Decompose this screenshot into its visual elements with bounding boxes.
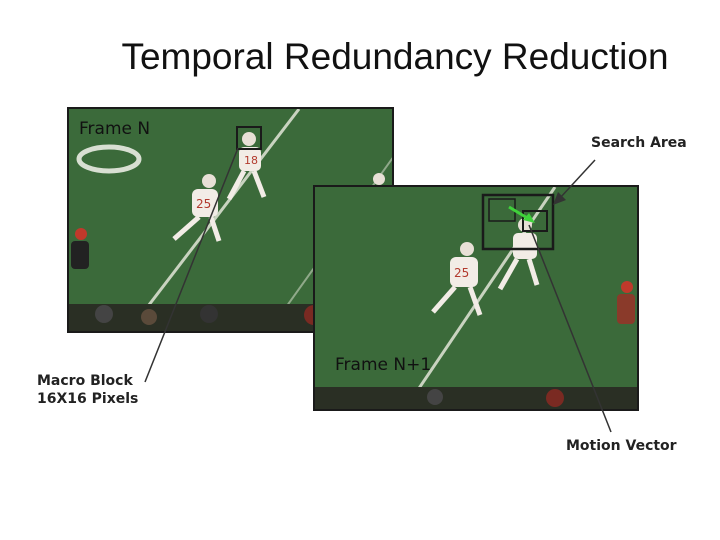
motion-vector-pointer-line [529, 225, 611, 432]
motion-vector-callout: Motion Vector [566, 438, 677, 456]
macro-block-pointer-line [145, 148, 238, 382]
macro-block-callout: Macro Block 16X16 Pixels [37, 373, 138, 408]
macro-block-callout-line1: Macro Block [37, 373, 138, 391]
macro-block-callout-line2: 16X16 Pixels [37, 391, 138, 409]
search-area-callout: Search Area [591, 135, 687, 153]
search-area-pointer-line [560, 160, 595, 198]
